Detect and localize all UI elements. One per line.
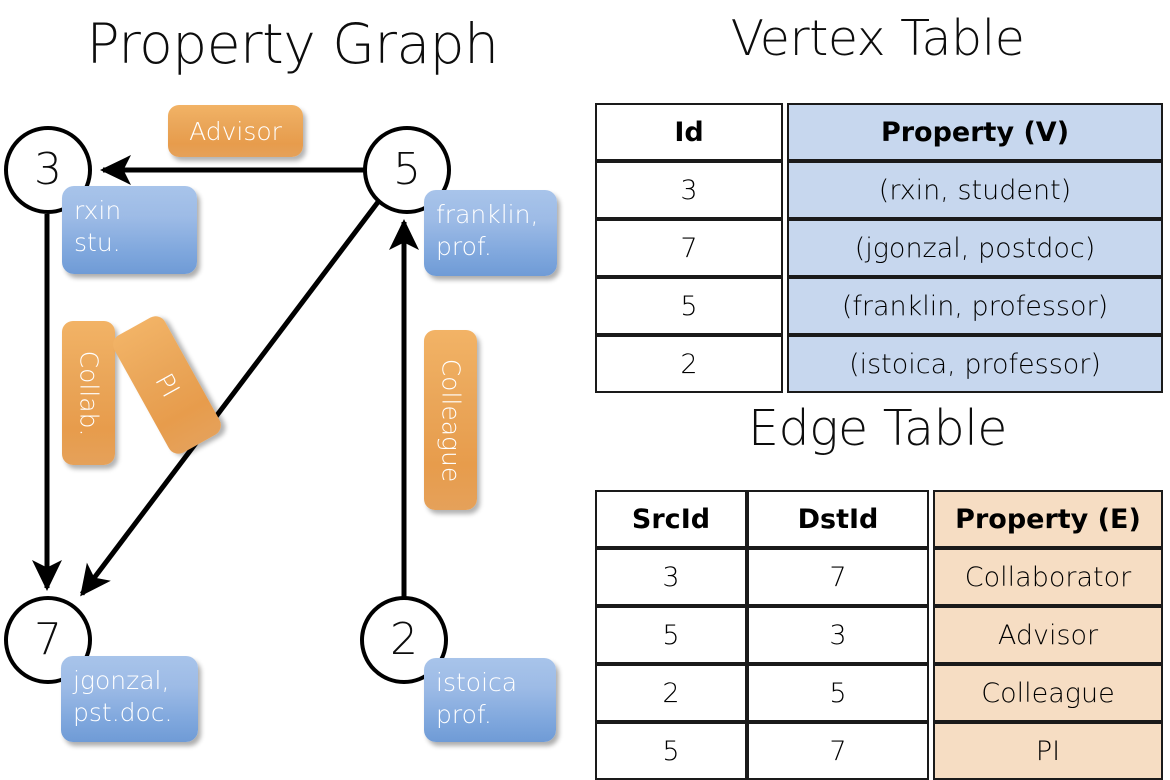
edge-table-cell-srcid: 3 bbox=[595, 548, 747, 606]
vertex-property-box-3-line1: rxin bbox=[74, 196, 122, 225]
page-title-property-graph: Property Graph bbox=[86, 12, 499, 76]
vertex-table-column-gap bbox=[783, 161, 787, 219]
property-graph-diagram: 3 5 7 2 rxin stu. franklin, prof. jgonza… bbox=[0, 0, 585, 760]
vertex-property-box-7: jgonzal, pst.doc. bbox=[61, 656, 198, 742]
vertex-property-box-2-line1: istoica bbox=[436, 668, 518, 697]
vertex-table-cell-property: (rxin, student) bbox=[787, 161, 1163, 219]
edge-table-column-gap bbox=[929, 606, 933, 664]
page-title-vertex-table: Vertex Table bbox=[730, 10, 1025, 67]
edge-table-cell-dstid: 7 bbox=[747, 548, 929, 606]
edge-table-column-gap bbox=[929, 722, 933, 780]
vertex-table-cell-property: (franklin, professor) bbox=[787, 277, 1163, 335]
edge-table-cell-property: Advisor bbox=[933, 606, 1163, 664]
vertex-property-box-3: rxin stu. bbox=[62, 186, 197, 274]
edge-table-header-srcid: SrcId bbox=[595, 490, 747, 548]
table-row: 7 (jgonzal, postdoc) bbox=[595, 219, 1163, 277]
graph-node-5[interactable]: 5 bbox=[363, 126, 451, 214]
table-row: 5 (franklin, professor) bbox=[595, 277, 1163, 335]
edge-table-cell-dstid: 3 bbox=[747, 606, 929, 664]
edge-label-colleague-text: Colleague bbox=[436, 358, 466, 482]
graph-node-7-label: 7 bbox=[34, 614, 62, 665]
edge-table-cell-srcid: 5 bbox=[595, 606, 747, 664]
edge-table-cell-srcid: 2 bbox=[595, 664, 747, 722]
vertex-table-header-id: Id bbox=[595, 103, 783, 161]
edge-table-column-gap bbox=[929, 490, 933, 548]
graph-node-2[interactable]: 2 bbox=[360, 596, 448, 684]
vertex-table-cell-id: 7 bbox=[595, 219, 783, 277]
edge-table-cell-dstid: 5 bbox=[747, 664, 929, 722]
edge-table-cell-property: Collaborator bbox=[933, 548, 1163, 606]
edge-label-pi-text: PI bbox=[148, 368, 186, 402]
vertex-table-column-gap bbox=[783, 335, 787, 393]
table-row: 2 (istoica, professor) bbox=[595, 335, 1163, 393]
vertex-table-column-gap bbox=[783, 219, 787, 277]
edge-label-collab-text: Collab. bbox=[74, 350, 103, 436]
table-row: 3 (rxin, student) bbox=[595, 161, 1163, 219]
vertex-table-cell-property: (istoica, professor) bbox=[787, 335, 1163, 393]
table-row: 3 7 Collaborator bbox=[595, 548, 1163, 606]
vertex-table-cell-property: (jgonzal, postdoc) bbox=[787, 219, 1163, 277]
graph-node-3-label: 3 bbox=[34, 144, 62, 195]
edge-table-cell-dstid: 7 bbox=[747, 722, 929, 780]
vertex-table-header-property: Property (V) bbox=[787, 103, 1163, 161]
vertex-table-header-row: Id Property (V) bbox=[595, 103, 1163, 161]
edge-table-header-row: SrcId DstId Property (E) bbox=[595, 490, 1163, 548]
edge-table-cell-property: Colleague bbox=[933, 664, 1163, 722]
vertex-property-box-5: franklin, prof. bbox=[424, 190, 557, 276]
vertex-table-cell-id: 5 bbox=[595, 277, 783, 335]
vertex-property-box-7-line2: pst.doc. bbox=[73, 698, 173, 727]
table-row: 2 5 Colleague bbox=[595, 664, 1163, 722]
table-row: 5 7 PI bbox=[595, 722, 1163, 780]
vertex-table-cell-id: 3 bbox=[595, 161, 783, 219]
table-row: 5 3 Advisor bbox=[595, 606, 1163, 664]
vertex-table-column-gap bbox=[783, 277, 787, 335]
edge-label-collab: Collab. bbox=[62, 321, 115, 465]
vertex-property-box-2: istoica prof. bbox=[424, 658, 556, 742]
graph-edge-arrows bbox=[32, 155, 419, 597]
vertex-table: Id Property (V) 3 (rxin, student) 7 (jgo… bbox=[595, 103, 1163, 393]
graph-node-5-label: 5 bbox=[393, 144, 421, 195]
edge-table-header-property: Property (E) bbox=[933, 490, 1163, 548]
edge-table-column-gap bbox=[929, 664, 933, 722]
vertex-property-box-5-line2: prof. bbox=[436, 232, 492, 261]
page-title-edge-table: Edge Table bbox=[748, 400, 1007, 457]
vertex-table-cell-id: 2 bbox=[595, 335, 783, 393]
edge-table-header-dstid: DstId bbox=[747, 490, 929, 548]
edge-table-cell-srcid: 5 bbox=[595, 722, 747, 780]
vertex-table-column-gap bbox=[783, 103, 787, 161]
graph-node-2-label: 2 bbox=[390, 614, 418, 665]
edge-label-advisor-text: Advisor bbox=[189, 116, 282, 146]
edge-table-cell-property: PI bbox=[933, 722, 1163, 780]
edge-label-colleague: Colleague bbox=[424, 330, 477, 510]
vertex-property-box-5-line1: franklin, bbox=[436, 200, 539, 229]
edge-label-advisor: Advisor bbox=[168, 105, 303, 157]
vertex-property-box-2-line2: prof. bbox=[436, 700, 492, 729]
vertex-property-box-3-line2: stu. bbox=[74, 228, 121, 257]
edge-arrow-5-to-7 bbox=[80, 200, 380, 597]
vertex-property-box-7-line1: jgonzal, bbox=[73, 666, 170, 695]
edge-table-column-gap bbox=[929, 548, 933, 606]
edge-table: SrcId DstId Property (E) 3 7 Collaborato… bbox=[595, 490, 1163, 780]
